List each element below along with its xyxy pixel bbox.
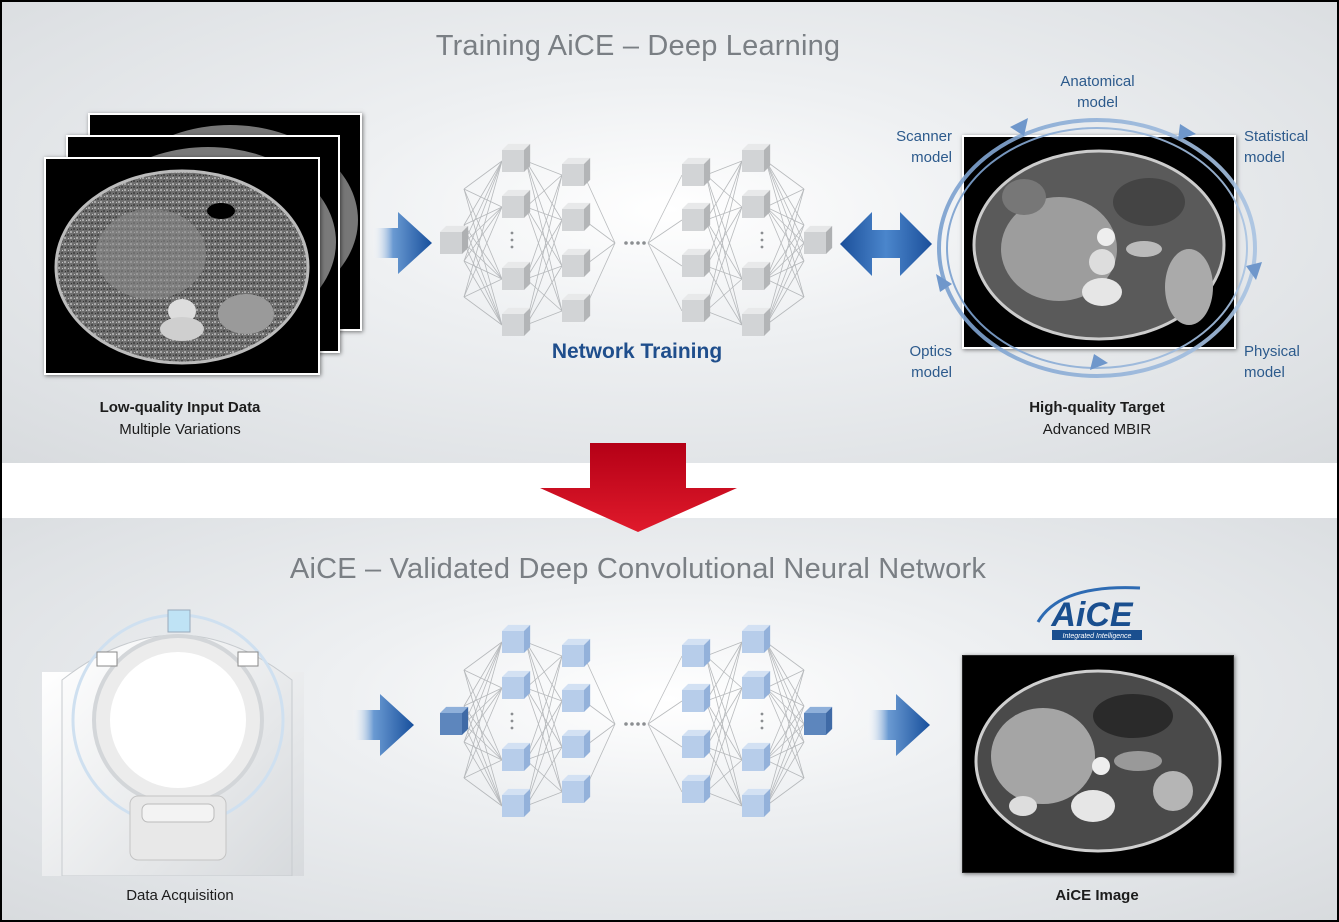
training-title: Training AiCE – Deep Learning [435,30,841,62]
network-node [682,248,711,277]
network-connections [463,160,805,326]
arrow-to-network-bottom [352,694,414,756]
aice-output-image [962,655,1234,873]
network-node [502,742,531,771]
statistical-model-label: Statistical model [1244,128,1309,166]
network-node [562,202,591,231]
acquisition-caption: Data Acquisition [126,887,234,904]
network-node [502,189,531,218]
network-node [502,143,531,172]
network-node [562,157,591,186]
network-node [502,624,531,653]
network-node [682,157,711,186]
network-node [502,788,531,817]
network-node [804,706,833,735]
network-node [562,638,591,667]
input-caption: Multiple Variations [119,421,241,438]
network-node [742,189,771,218]
network-node [742,670,771,699]
network-training-label: Network Training [551,340,723,363]
physical-model-label: Physical model [1244,343,1300,381]
network-node [440,706,469,735]
network-node [682,683,711,712]
network-node [682,293,711,322]
ct-input-image-front [44,157,320,375]
target-caption-bold: High-quality Target [1029,399,1165,416]
network-node [742,261,771,290]
network-ellipsis [510,231,764,249]
network-node [682,729,711,758]
network-node [682,774,711,803]
bidirectional-arrow [840,212,932,276]
network-node [502,307,531,336]
network-bottom [440,624,833,817]
network-node [742,788,771,817]
arrow-to-network-top [372,212,432,274]
network-node [742,143,771,172]
target-caption: Advanced MBIR [1042,421,1152,438]
scanner-model-label: Scanner model [896,128,952,166]
network-node [502,670,531,699]
aice-logo: AiCE Integrated Intelligence [1030,582,1160,644]
aice-logo-wordmark: AiCE [1050,596,1134,634]
inference-title: AiCE – Validated Deep Convolutional Neur… [289,553,987,585]
network-node [562,729,591,758]
network-node [742,307,771,336]
output-caption: AiCE Image [1055,887,1139,904]
input-caption-bold: Low-quality Input Data [99,399,261,416]
ring-arrowheads [936,118,1262,370]
network-node [682,202,711,231]
arrow-to-output [866,694,930,756]
network-node [440,225,469,254]
network-node [562,293,591,322]
red-down-arrow [540,443,737,532]
ct-target-image [962,135,1236,349]
network-top [440,143,833,336]
ct-scanner-illustration [42,600,312,876]
network-node [502,261,531,290]
optics-model-label: Optics model [909,343,952,381]
network-ellipsis [510,712,764,730]
network-connections [463,641,805,807]
network-node [562,683,591,712]
network-node [682,638,711,667]
aice-logo-tagline: Integrated Intelligence [1063,633,1132,640]
model-ring [937,118,1257,378]
network-node [742,742,771,771]
network-node [742,624,771,653]
network-node [804,225,833,254]
network-node [562,248,591,277]
network-node [562,774,591,803]
anatomical-model-label: Anatomical model [1060,73,1135,111]
